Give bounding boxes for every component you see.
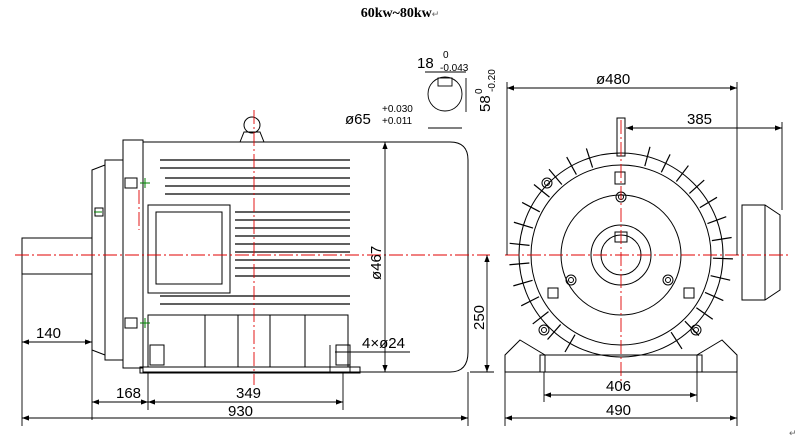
end-fin [548, 168, 563, 185]
end-fin [707, 216, 727, 225]
foot [147, 314, 349, 368]
base-width: 490 [606, 402, 631, 419]
end-fin [684, 320, 700, 336]
end-diameter: ø480 [596, 71, 630, 88]
end-fin [564, 334, 576, 353]
end-fin [566, 156, 577, 175]
end-fin [520, 296, 540, 307]
shaft-tol-upper: +0.030 [382, 104, 413, 115]
terminal-box-side [741, 204, 781, 301]
end-fin [585, 148, 594, 168]
shaft [21, 237, 93, 275]
end-fin [670, 331, 683, 350]
motor-body [142, 141, 469, 373]
drawing-title: 60kw~80kw↵ [0, 6, 800, 22]
shaft-length: 140 [36, 325, 61, 342]
total-length: 930 [228, 403, 253, 420]
end-fin [509, 262, 530, 266]
key-width-tol-upper: 0 [443, 50, 449, 61]
end-fin [509, 242, 530, 246]
end-fin [711, 236, 732, 242]
key-depth-tol-upper: 0 [474, 88, 485, 94]
foot-spacing: 349 [236, 385, 261, 402]
side-view [21, 116, 469, 374]
foot-width: 406 [606, 378, 631, 395]
end-fin [699, 196, 718, 209]
end-fin [675, 165, 689, 182]
body-diameter: ø467 [368, 246, 385, 280]
end-fin [533, 184, 550, 198]
end-fin [513, 221, 534, 229]
center-height: 250 [471, 305, 488, 330]
end-foot-right [696, 339, 738, 373]
terminal-box [147, 204, 231, 294]
end-offset: 385 [687, 111, 712, 128]
end-fin [513, 279, 533, 287]
key-width: 18 [417, 55, 434, 72]
shaft-tol-lower: +0.011 [382, 116, 413, 127]
foot-offset: 168 [116, 385, 141, 402]
end-fin [696, 307, 714, 320]
key-depth: 58 [477, 95, 494, 112]
end-fin [521, 201, 541, 213]
end-fin [710, 275, 731, 281]
green-marks [94, 178, 150, 328]
end-fin [712, 257, 733, 260]
flange [122, 139, 144, 369]
title-return-mark: ↵ [431, 9, 440, 19]
shaft-diameter: ø65 [345, 111, 371, 128]
end-fin [532, 311, 549, 325]
corner-return-mark: ↵ [789, 428, 797, 438]
title-text: 60kw~80kw [360, 6, 432, 21]
end-shield-left [91, 164, 106, 356]
end-fin [547, 324, 562, 340]
end-view [504, 117, 781, 373]
end-bolts [538, 177, 702, 336]
bolt-holes: 4×ø24 [362, 335, 405, 352]
end-fin [644, 146, 651, 167]
centerlines [15, 110, 790, 385]
key-depth-tol-lower: -0.20 [487, 69, 498, 92]
lifting-eye [243, 116, 261, 134]
end-fin [704, 291, 724, 302]
key-width-tol-lower: -0.043 [440, 63, 469, 74]
end-foot-left [504, 339, 546, 373]
cooling-fins [160, 159, 350, 305]
end-fin [688, 179, 705, 194]
end-fin [660, 154, 671, 173]
dimension-lines [21, 71, 783, 426]
dimension-labels: 18 0 -0.043 58 0 -0.20 ø65 +0.030 +0.011… [36, 50, 712, 420]
